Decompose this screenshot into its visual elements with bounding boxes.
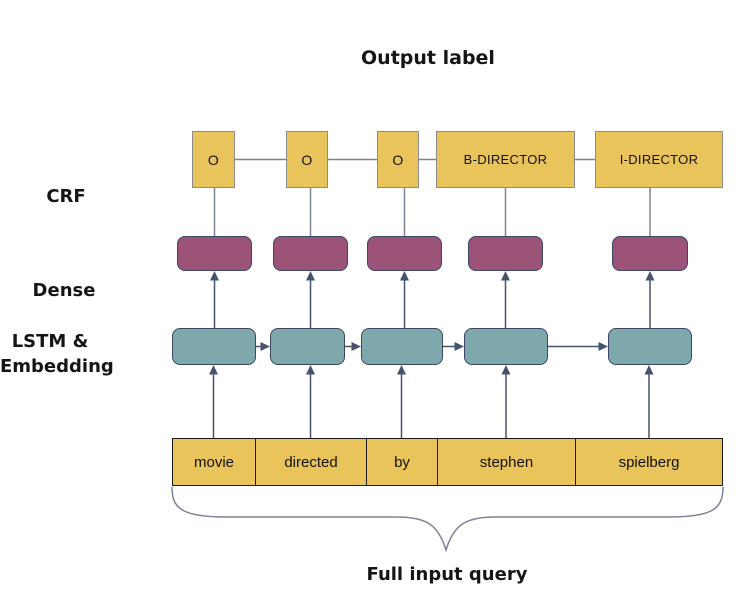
output-label-caption: Output label: [361, 47, 495, 69]
lstm-node-5: [608, 328, 692, 365]
lstm-to-dense-arrows: [210, 271, 655, 328]
dense-node-4: [468, 236, 543, 271]
layer-label-dense: Dense: [32, 280, 96, 301]
crf-node-o-1: O: [192, 131, 235, 188]
lstm-node-2: [270, 328, 345, 365]
token-cell-stephen: stephen: [438, 439, 576, 485]
dense-node-5: [612, 236, 688, 271]
lstm-node-4: [464, 328, 548, 365]
crf-node-b-director: B-DIRECTOR: [436, 131, 575, 188]
dense-to-crf-links: [213, 188, 651, 236]
token-to-lstm-arrows: [209, 365, 654, 438]
layer-label-lstm: LSTM & Embedding: [0, 329, 114, 379]
dense-node-1: [177, 236, 252, 271]
dense-node-2: [273, 236, 348, 271]
layer-label-lstm-line2: Embedding: [0, 356, 114, 377]
token-cell-directed: directed: [256, 439, 367, 485]
brace: [171, 486, 724, 553]
layer-label-lstm-line1: LSTM &: [11, 331, 89, 352]
lstm-recurrent-arrows: [256, 342, 608, 351]
crf-node-o-2: O: [286, 131, 328, 188]
full-input-query-caption: Full input query: [366, 564, 528, 585]
input-token-strip: movie directed by stephen spielberg: [172, 438, 723, 486]
crf-node-i-director: I-DIRECTOR: [595, 131, 723, 188]
crf-node-o-3: O: [377, 131, 419, 188]
layer-label-crf: CRF: [46, 186, 86, 207]
token-cell-movie: movie: [173, 439, 256, 485]
lstm-node-3: [361, 328, 443, 365]
lstm-node-1: [172, 328, 256, 365]
token-cell-spielberg: spielberg: [618, 453, 680, 471]
token-cell-by: by: [367, 439, 438, 485]
dense-node-3: [367, 236, 442, 271]
